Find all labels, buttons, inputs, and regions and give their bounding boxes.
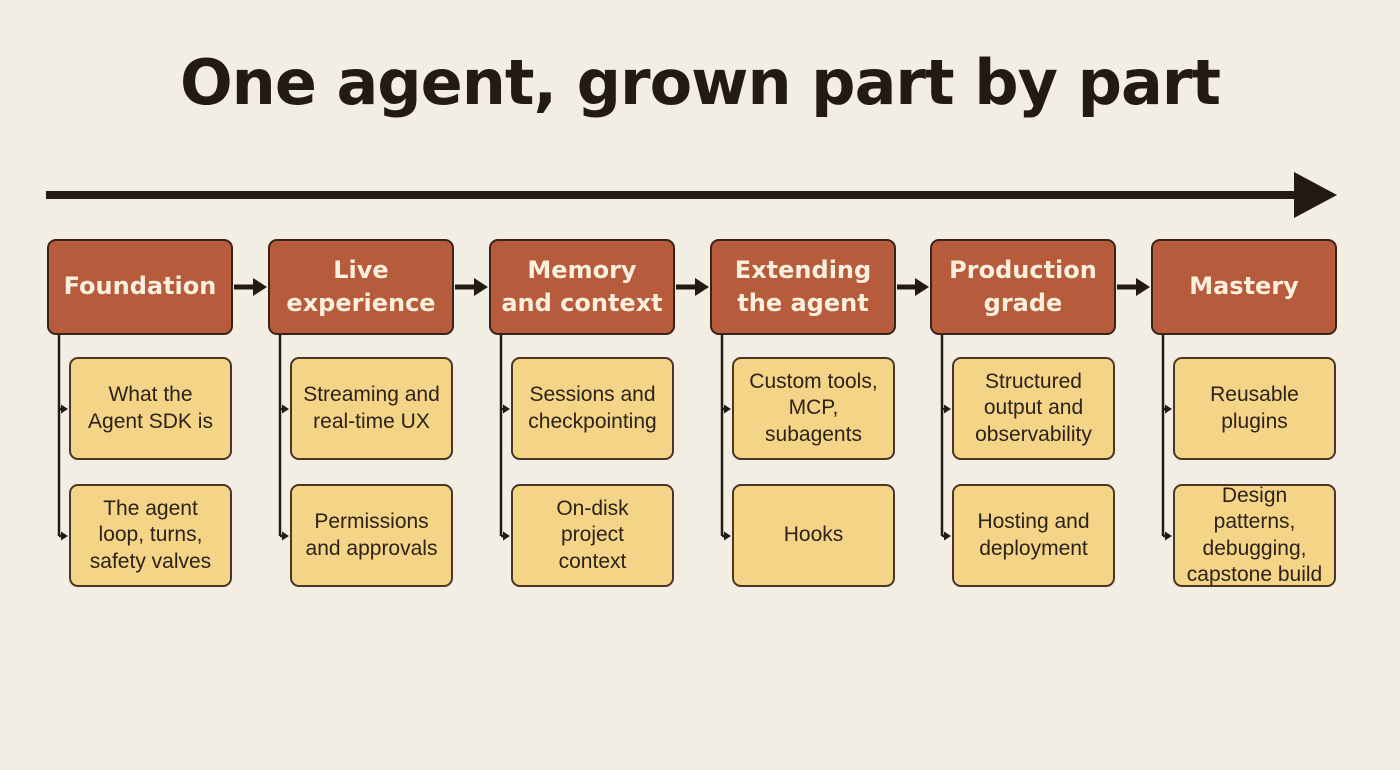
timeline-arrow-icon xyxy=(46,172,1337,218)
topic-branch-arrowhead-icon xyxy=(61,531,68,541)
stage-memory-and-context: Memory and context xyxy=(489,239,675,335)
topic-branch-arrowhead-icon xyxy=(944,531,951,541)
topic-agent-loop: The agent loop, turns, safety valves xyxy=(69,484,232,587)
topic-branch-arrowhead-icon xyxy=(503,531,510,541)
topic-reusable-plugins: Reusable plugins xyxy=(1173,357,1336,460)
stage-live-experience: Live experience xyxy=(268,239,454,335)
topic-design-patterns: Design patterns, debugging, capstone bui… xyxy=(1173,484,1336,587)
topic-branch-arrowhead-icon xyxy=(503,404,510,414)
topic-custom-tools: Custom tools, MCP, subagents xyxy=(732,357,895,460)
page-title: One agent, grown part by part xyxy=(179,46,1221,119)
topic-branch-arrowhead-icon xyxy=(61,404,68,414)
topic-permissions: Permissions and approvals xyxy=(290,484,453,587)
stage-extending-the-agent: Extending the agent xyxy=(710,239,896,335)
topic-branch-arrowhead-icon xyxy=(944,404,951,414)
topic-structured-output: Structured output and observability xyxy=(952,357,1115,460)
stage-connector-arrowhead-icon xyxy=(1136,278,1150,296)
stage-mastery: Mastery xyxy=(1151,239,1337,335)
topic-on-disk-context: On-disk project context xyxy=(511,484,674,587)
topic-branch-arrowhead-icon xyxy=(282,531,289,541)
topic-branch-arrowhead-icon xyxy=(1165,404,1172,414)
stage-foundation: Foundation xyxy=(47,239,233,335)
topic-branch-arrowhead-icon xyxy=(724,404,731,414)
topic-sessions: Sessions and checkpointing xyxy=(511,357,674,460)
stage-connector-arrowhead-icon xyxy=(474,278,488,296)
topic-branch-arrowhead-icon xyxy=(1165,531,1172,541)
topic-branch-arrowhead-icon xyxy=(724,531,731,541)
stage-connector-arrowhead-icon xyxy=(915,278,929,296)
topic-hosting: Hosting and deployment xyxy=(952,484,1115,587)
stage-connector-arrowhead-icon xyxy=(253,278,267,296)
topic-what-the-agent-sdk-is: What the Agent SDK is xyxy=(69,357,232,460)
topic-branch-arrowhead-icon xyxy=(282,404,289,414)
topic-streaming: Streaming and real-time UX xyxy=(290,357,453,460)
stage-production-grade: Production grade xyxy=(930,239,1116,335)
topic-hooks: Hooks xyxy=(732,484,895,587)
stage-connector-arrowhead-icon xyxy=(695,278,709,296)
